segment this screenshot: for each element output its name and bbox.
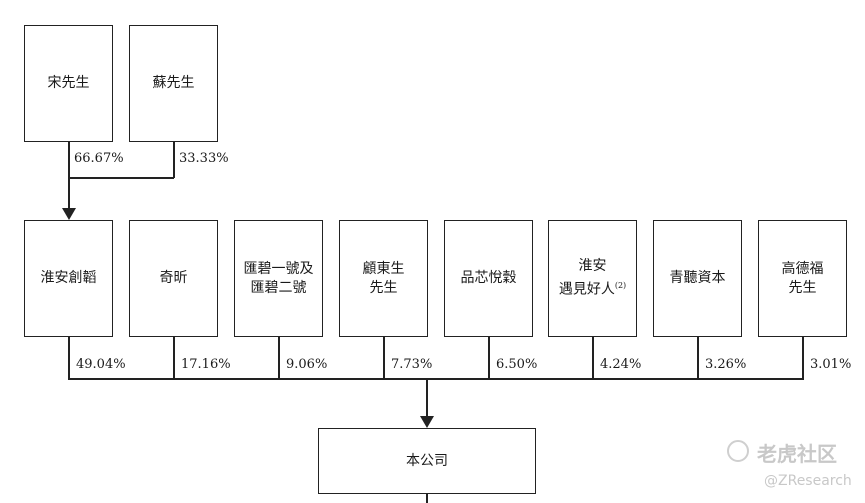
shareholder-label: 高德福 先生 bbox=[781, 260, 824, 296]
connector-line bbox=[68, 142, 70, 210]
ownership-percent: 6.50% bbox=[496, 357, 538, 372]
connector-line bbox=[592, 337, 594, 379]
watermark-handle: @ZResearch bbox=[764, 473, 852, 489]
ownership-percent: 3.01% bbox=[810, 357, 852, 372]
connector-line bbox=[173, 142, 175, 178]
ownership-percent: 9.06% bbox=[286, 357, 328, 372]
ownership-percent: 17.16% bbox=[181, 357, 231, 372]
footnote-marker: (2) bbox=[614, 281, 627, 291]
shareholder-label: 淮安 遇見好人(2) bbox=[559, 257, 626, 300]
connector-line bbox=[383, 337, 385, 379]
shareholder-label: 匯碧一號及 匯碧二號 bbox=[243, 260, 314, 296]
ownership-percent: 33.33% bbox=[179, 151, 229, 166]
shareholder-box: 品芯悅穀 bbox=[444, 220, 533, 337]
arrow-down-icon bbox=[62, 208, 76, 220]
ownership-percent: 4.24% bbox=[600, 357, 642, 372]
connector-line bbox=[802, 337, 804, 379]
owner-box-su: 蘇先生 bbox=[129, 25, 218, 142]
shareholder-label: 奇昕 bbox=[159, 270, 188, 286]
shareholder-name: 淮安 遇見好人 bbox=[558, 258, 615, 298]
shareholder-label: 品芯悅穀 bbox=[460, 270, 517, 286]
watermark-logo-icon bbox=[727, 440, 749, 462]
arrow-down-icon bbox=[420, 416, 434, 428]
connector-line bbox=[426, 378, 428, 418]
shareholder-box: 顧東生 先生 bbox=[339, 220, 428, 337]
ownership-percent: 49.04% bbox=[76, 357, 126, 372]
shareholder-box: 青聽資本 bbox=[653, 220, 742, 337]
company-box: 本公司 bbox=[318, 428, 536, 494]
shareholder-label: 青聽資本 bbox=[669, 270, 726, 286]
connector-line bbox=[697, 337, 699, 379]
connector-line bbox=[488, 337, 490, 379]
ownership-percent: 3.26% bbox=[705, 357, 747, 372]
shareholder-box: 高德福 先生 bbox=[758, 220, 847, 337]
owner-label: 宋先生 bbox=[47, 75, 90, 91]
shareholder-box: 淮安創韜 bbox=[24, 220, 113, 337]
shareholder-label: 顧東生 先生 bbox=[362, 260, 405, 296]
company-label: 本公司 bbox=[406, 452, 448, 469]
shareholder-box: 奇昕 bbox=[129, 220, 218, 337]
watermark-brand: 老虎社区 bbox=[757, 442, 837, 466]
ownership-percent: 7.73% bbox=[391, 357, 433, 372]
shareholder-label: 淮安創韜 bbox=[40, 270, 97, 286]
connector-line bbox=[426, 494, 428, 503]
owner-label: 蘇先生 bbox=[152, 75, 195, 91]
ownership-percent: 66.67% bbox=[74, 151, 124, 166]
connector-line bbox=[68, 337, 70, 379]
connector-line bbox=[68, 378, 804, 380]
connector-line bbox=[278, 337, 280, 379]
shareholder-box: 淮安 遇見好人(2) bbox=[548, 220, 637, 337]
connector-line bbox=[68, 177, 174, 179]
owner-box-song: 宋先生 bbox=[24, 25, 113, 142]
connector-line bbox=[173, 337, 175, 379]
shareholder-box: 匯碧一號及 匯碧二號 bbox=[234, 220, 323, 337]
